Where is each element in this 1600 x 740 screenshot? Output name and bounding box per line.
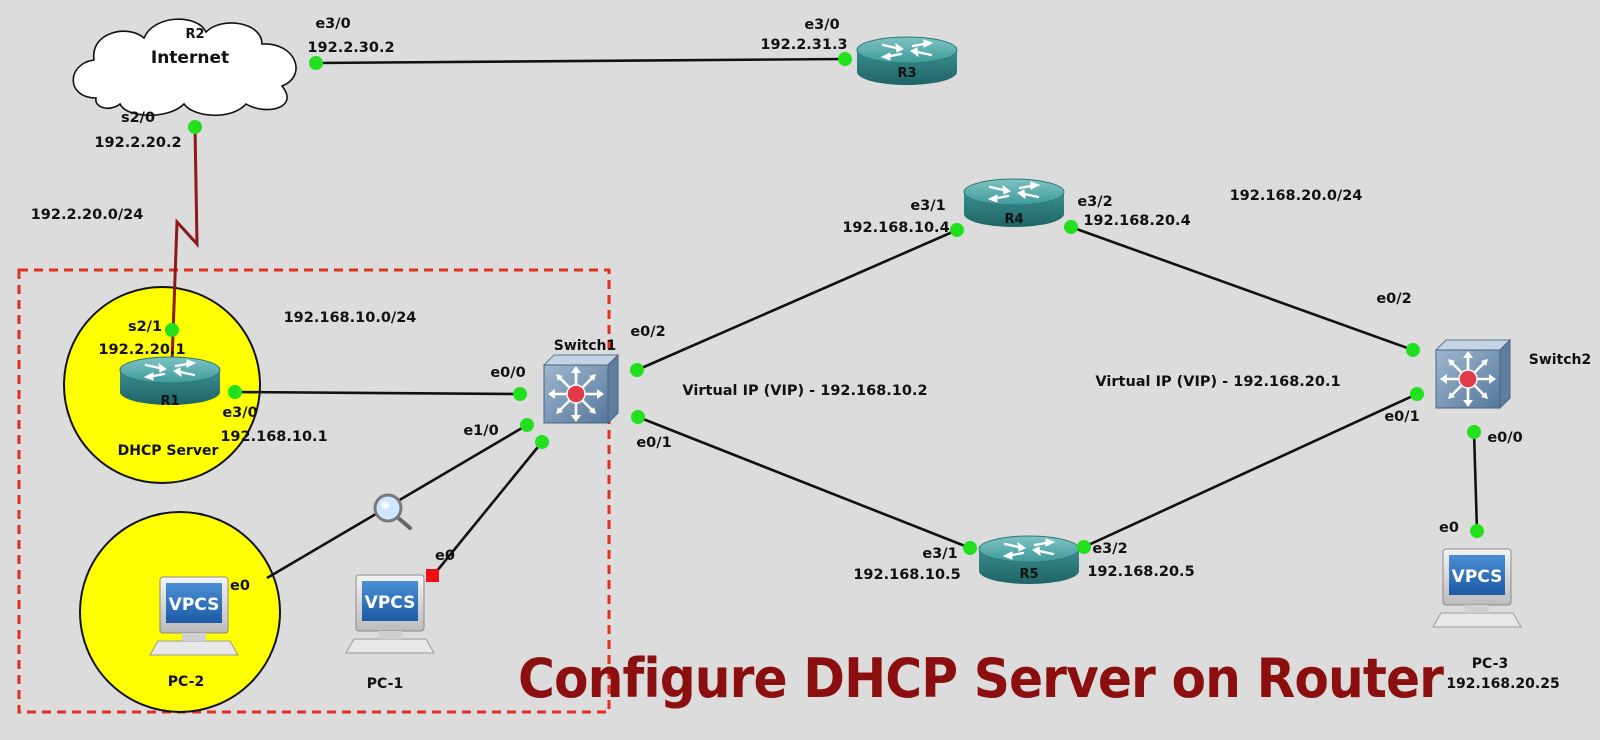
lan2-network-label: 192.168.20.0/24: [1230, 188, 1363, 204]
port-indicators: [165, 52, 1484, 582]
dhcp-server-label: DHCP Server: [118, 443, 219, 459]
r4-e31-ip: 192.168.10.4: [842, 220, 949, 236]
pc3-label: PC-3: [1472, 656, 1508, 672]
pc1-label: PC-1: [367, 676, 403, 692]
pc2-screen-text: VPCS: [169, 595, 220, 615]
serial-network-label: 192.2.20.0/24: [31, 207, 144, 223]
pc2[interactable]: VPCS: [149, 576, 239, 656]
r1-s21-ip: 192.2.20.1: [98, 342, 185, 358]
link-r2-r3[interactable]: [315, 57, 846, 65]
sw1-e00-label: e0/0: [490, 365, 525, 381]
magnifier-icon[interactable]: [373, 493, 412, 530]
r1-e30-label: e3/0: [222, 405, 257, 421]
r5-name: R5: [1019, 567, 1038, 582]
r5-e31-ip: 192.168.10.5: [853, 567, 960, 583]
computer-icon: [345, 574, 435, 654]
r3-e30-label: e3/0: [804, 17, 839, 33]
sw2-e02-label: e0/2: [1376, 291, 1411, 307]
r4-e32-label: e3/2: [1077, 194, 1112, 210]
lan1-network-label: 192.168.10.0/24: [284, 310, 417, 326]
sw1-e01-label: e0/1: [636, 435, 671, 451]
r5-e32-label: e3/2: [1092, 541, 1127, 557]
sw1-e10-label: e1/0: [463, 423, 498, 439]
r2-name: R2: [185, 27, 204, 42]
interface-labels: e3/0 192.2.30.2 e3/0 192.2.31.3 s2/0 192…: [31, 16, 1523, 594]
router-r5[interactable]: R5: [977, 534, 1081, 586]
link-r2-r1-serial[interactable]: [170, 126, 199, 363]
router-r1[interactable]: R1: [118, 355, 222, 409]
r1-name: R1: [160, 394, 179, 409]
pc2-e0-label: e0: [230, 578, 250, 594]
r1-e30-ip: 192.168.10.1: [220, 429, 327, 445]
r5-e32-ip: 192.168.20.5: [1087, 564, 1194, 580]
router-r3[interactable]: R3: [855, 35, 959, 87]
vip2-label: Virtual IP (VIP) - 192.168.20.1: [1095, 374, 1340, 390]
link-switch1-r5[interactable]: [637, 415, 971, 550]
r4-e32-ip: 192.168.20.4: [1083, 213, 1190, 229]
link-pc1-switch1[interactable]: [430, 441, 544, 578]
page-title: Configure DHCP Server on Router: [518, 647, 1444, 710]
sw2-e01-label: e0/1: [1384, 409, 1419, 425]
r5-e31-label: e3/1: [922, 546, 957, 562]
r3-name: R3: [897, 66, 916, 81]
switch2[interactable]: [1434, 338, 1512, 410]
switch-icon: [542, 353, 620, 425]
pc1-e0-label: e0: [435, 548, 455, 564]
link-r5-switch2[interactable]: [1083, 392, 1418, 549]
computer-icon: [149, 576, 239, 656]
link-r4-switch2[interactable]: [1070, 225, 1414, 352]
pc3[interactable]: VPCS: [1432, 548, 1522, 628]
pc3-ip: 192.168.20.25: [1446, 676, 1559, 692]
link-r1-switch1[interactable]: [234, 390, 521, 396]
r1-s21-label: s2/1: [128, 319, 162, 335]
r2-s20-label: s2/0: [121, 110, 155, 126]
cloud-r2-internet[interactable]: R2 Internet: [72, 18, 297, 116]
sw1-e02-label: e0/2: [630, 324, 665, 340]
switch1-label: Switch1: [554, 338, 617, 354]
link-switch2-pc3[interactable]: [1472, 431, 1479, 532]
r2-internet-label: Internet: [151, 48, 229, 68]
switch-icon: [1434, 338, 1512, 410]
switch1[interactable]: [542, 353, 620, 425]
lan-dashed-boundary: [17, 268, 611, 714]
pc2-label: PC-2: [168, 674, 204, 690]
switch2-label: Switch2: [1529, 352, 1592, 368]
r2-s20-ip: 192.2.20.2: [94, 135, 181, 151]
r2-e30-ip: 192.2.30.2: [307, 40, 394, 56]
r4-e31-label: e3/1: [910, 198, 945, 214]
computer-icon: [1432, 548, 1522, 628]
pc3-e0-label: e0: [1439, 520, 1459, 536]
pc3-screen-text: VPCS: [1452, 567, 1503, 587]
r3-e30-ip: 192.2.31.3: [760, 37, 847, 53]
pc1-screen-text: VPCS: [365, 593, 416, 613]
r4-name: R4: [1004, 212, 1023, 227]
r2-e30-label: e3/0: [315, 16, 350, 32]
vip1-label: Virtual IP (VIP) - 192.168.10.2: [682, 383, 927, 399]
pc1[interactable]: VPCS: [345, 574, 435, 654]
sw2-e00-label: e0/0: [1487, 430, 1522, 446]
router-r4[interactable]: R4: [962, 177, 1066, 229]
link-switch1-r4[interactable]: [636, 228, 958, 372]
